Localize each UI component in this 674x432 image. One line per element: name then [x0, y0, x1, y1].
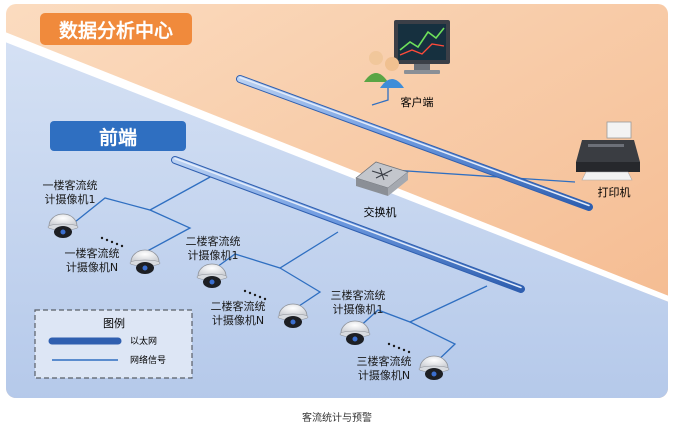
zone-divider: [6, 30, 668, 304]
camera-label: 三楼客流统: [331, 288, 386, 302]
camera-label: 二楼客流统: [186, 234, 241, 248]
camera-label: 计摄像机N: [212, 313, 264, 327]
camera-icon: [47, 213, 79, 238]
legend-ethernet-label: 以太网: [130, 335, 157, 347]
camera-icon: [339, 320, 371, 345]
camera-label: 计摄像机1: [45, 192, 96, 206]
ellipsis-dots: [100, 236, 124, 248]
camera-icon: [129, 249, 161, 274]
ellipsis-dots: [243, 289, 267, 301]
legend-signal-label: 网络信号: [130, 354, 166, 366]
ethernet-backbone-lower: [171, 156, 525, 293]
ethernet-backbone-upper: [236, 75, 593, 211]
legend: 图例 以太网 网络信号: [34, 309, 193, 379]
figure-caption: 客流统计与预警: [302, 411, 372, 424]
camera-label: 计摄像机1: [188, 248, 239, 262]
frontend-title: 前端: [99, 126, 137, 149]
printer-icon: [576, 121, 640, 181]
client-label: 客户端: [401, 95, 434, 109]
legend-title: 图例: [103, 316, 125, 330]
title-badge: 数据分析中心: [40, 13, 192, 45]
camera-icon: [196, 263, 228, 288]
camera-label: 一楼客流统: [43, 178, 98, 192]
page-title: 数据分析中心: [59, 19, 173, 42]
frontend-badge: 前端: [50, 121, 186, 151]
camera-label: 计摄像机N: [358, 368, 410, 382]
switch-label: 交换机: [364, 205, 397, 219]
camera-label: 一楼客流统: [65, 246, 120, 260]
client-computer-icon: [364, 20, 450, 88]
camera-label: 二楼客流统: [211, 299, 266, 313]
ellipsis-dots: [387, 342, 411, 354]
camera-label: 计摄像机1: [333, 302, 384, 316]
printer-label: 打印机: [598, 185, 631, 199]
camera-icon: [277, 303, 309, 328]
camera-icon: [418, 355, 450, 380]
switch-icon: [355, 161, 409, 196]
camera-label: 三楼客流统: [357, 354, 412, 368]
camera-label: 计摄像机N: [66, 260, 118, 274]
